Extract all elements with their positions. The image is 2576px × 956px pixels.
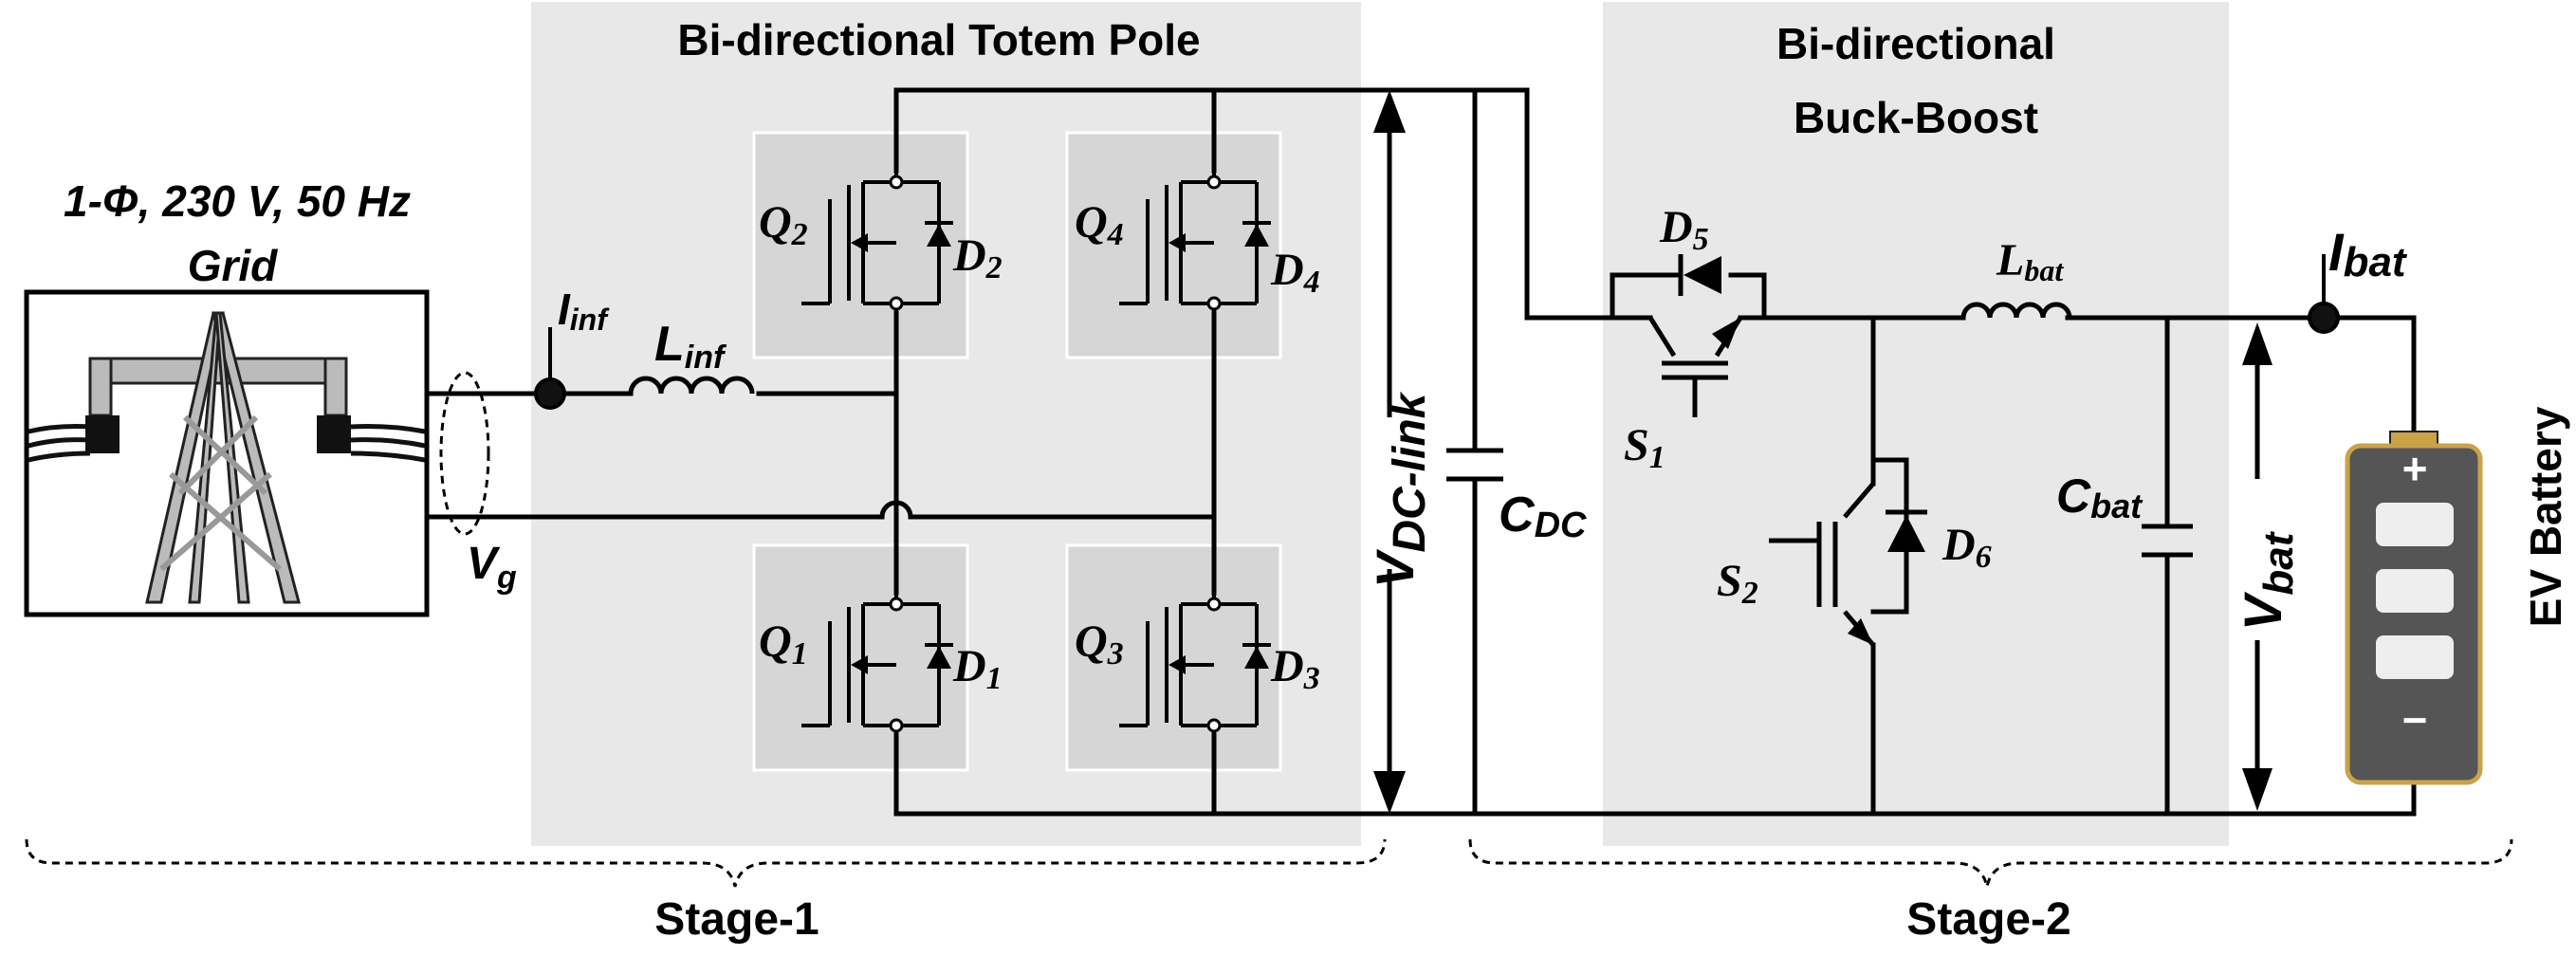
q1-label: Q1: [759, 616, 808, 671]
vg-ellipse: [439, 371, 490, 536]
d6-label: D6: [1941, 520, 1992, 575]
i-inf-label: Iinf: [558, 285, 610, 337]
stage1-label: Stage-1: [654, 894, 819, 945]
i-bat-label: Ibat: [2328, 222, 2408, 285]
i-bat-sensor: [2308, 302, 2340, 334]
totem-pole-title: Bi-directional Totem Pole: [677, 15, 1200, 64]
c-bat-label: Cbat: [2056, 469, 2144, 525]
c-dc-capacitor: [1446, 448, 1503, 482]
s1-igbt: [1647, 316, 1743, 417]
wires: [424, 87, 2417, 817]
stage1-brace: [25, 838, 1387, 888]
stage2-brace: [1468, 838, 2513, 888]
v-bat-arrow: [2242, 322, 2272, 811]
mosfet-q1: [801, 593, 953, 735]
s2-label: S2: [1717, 556, 1758, 611]
v-dc-link-label: VDC-link: [1365, 391, 1435, 588]
buck-boost-background: [1603, 2, 2229, 846]
buck-boost-title-line2: Buck-Boost: [1794, 93, 2038, 142]
grid-spec-label: 1-Φ, 230 V, 50 Hz: [64, 176, 411, 226]
d2-label: D2: [952, 230, 1003, 285]
d4-label: D4: [1270, 245, 1320, 300]
battery-minus: −: [2402, 695, 2428, 745]
ev-battery-label: EV Battery: [2521, 406, 2570, 627]
d5-label: D5: [1659, 202, 1709, 257]
d3-label: D3: [1270, 641, 1320, 696]
grid-tower-icon: [24, 289, 430, 617]
c-dc-label: CDC: [1499, 487, 1587, 545]
q2-label: Q2: [759, 197, 808, 252]
battery-icon: [2345, 431, 2483, 785]
v-dc-link-arrow: [1373, 90, 1406, 814]
c-bat-capacitor: [2142, 524, 2193, 558]
d6-diode: [1886, 509, 1927, 552]
switch-boxes: [752, 131, 1282, 772]
l-inf-inductor: [628, 376, 755, 395]
q4-label: Q4: [1075, 197, 1124, 252]
d1-label: D1: [952, 641, 1003, 696]
vg-label: Vg: [467, 539, 517, 596]
i-inf-sensor: [534, 377, 566, 410]
grid-label: Grid: [188, 241, 278, 290]
l-bat-label: Lbat: [1996, 235, 2064, 287]
l-inf-label: Linf: [654, 317, 727, 376]
mosfet-q3: [1119, 593, 1271, 735]
l-bat-inductor: [1960, 302, 2072, 319]
battery-plus: +: [2402, 444, 2428, 493]
switch-box-q3: [1065, 543, 1282, 772]
q3-label: Q3: [1075, 616, 1124, 671]
v-bat-label: Vbat: [2233, 530, 2302, 631]
buck-boost-title-line1: Bi-directional: [1776, 19, 2055, 68]
s1-label: S1: [1624, 420, 1665, 475]
switch-box-q1: [752, 543, 969, 772]
mosfet-q4: [1119, 171, 1271, 313]
mosfet-q2: [801, 171, 953, 313]
stage2-label: Stage-2: [1906, 894, 2070, 945]
d5-diode: [1678, 254, 1721, 296]
